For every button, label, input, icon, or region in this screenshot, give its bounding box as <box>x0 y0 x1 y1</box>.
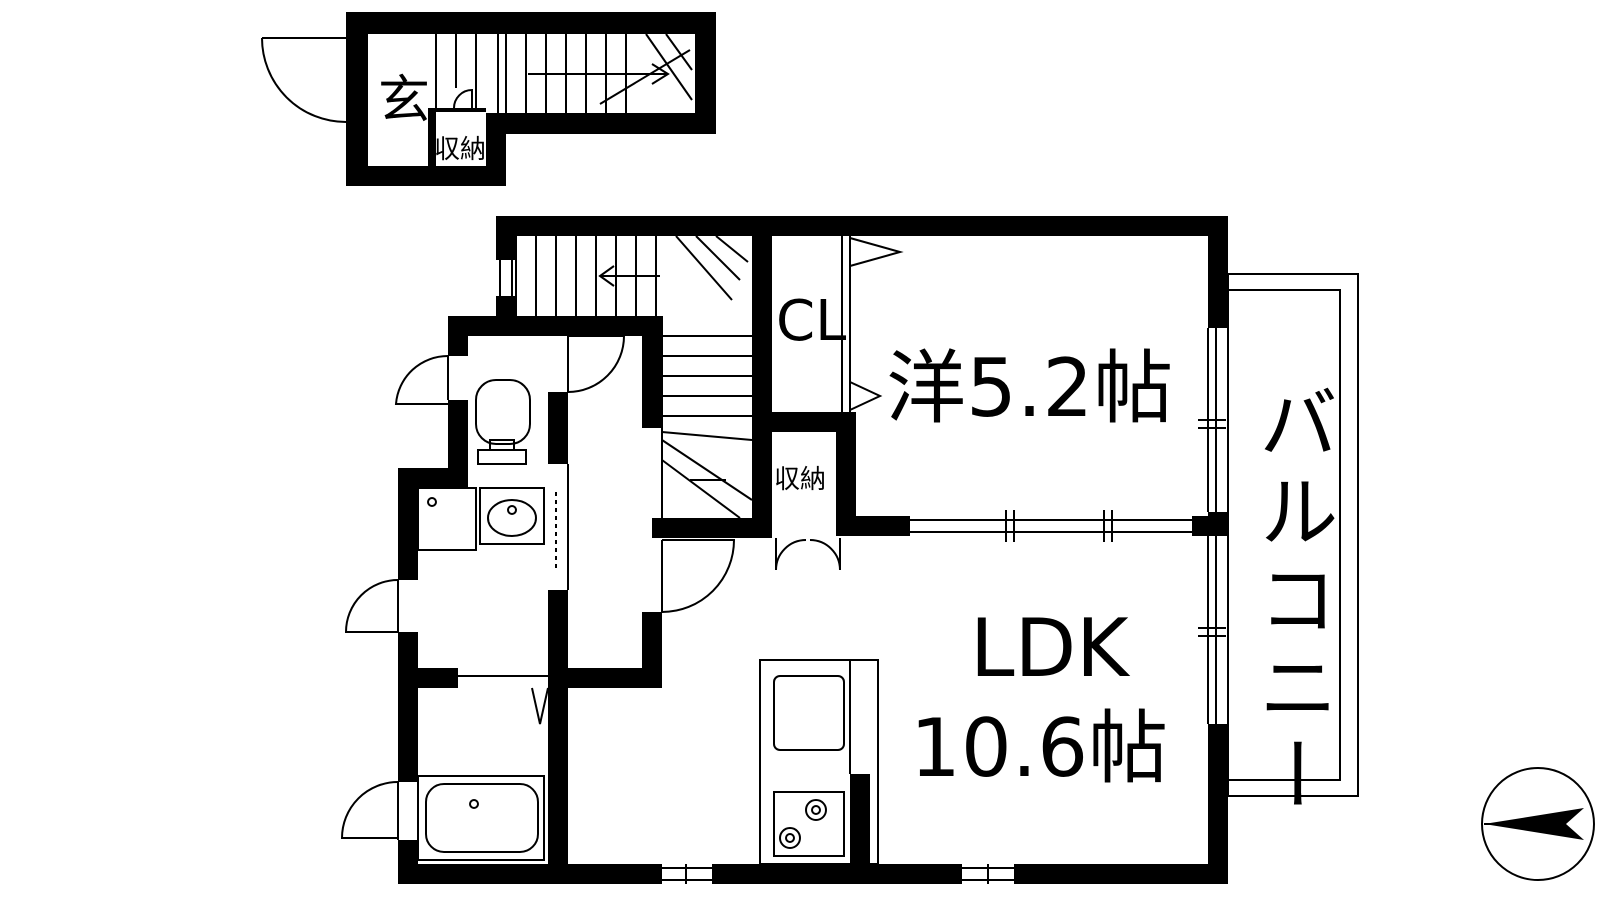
entrance-label: 玄 <box>378 71 430 131</box>
entrance-block: 玄 収納 <box>261 12 716 186</box>
western-room-label: 洋5.2帖 <box>886 342 1173 435</box>
interior-walls <box>418 216 1228 884</box>
entrance-stairs <box>435 33 693 113</box>
storage-label: 収納 <box>774 465 826 495</box>
closet-label: CL <box>776 289 846 354</box>
ldk-area-label: 10.6帖 <box>910 702 1168 795</box>
main-stairs <box>499 235 753 519</box>
entrance-storage-label: 収納 <box>434 135 486 165</box>
main-walls <box>398 216 1228 884</box>
entrance-door <box>261 37 347 123</box>
balcony-label: バルコニー <box>1246 382 1339 822</box>
ldk-label: LDK <box>970 602 1131 695</box>
fixtures <box>340 235 1359 884</box>
north-arrow-icon <box>1481 767 1595 881</box>
